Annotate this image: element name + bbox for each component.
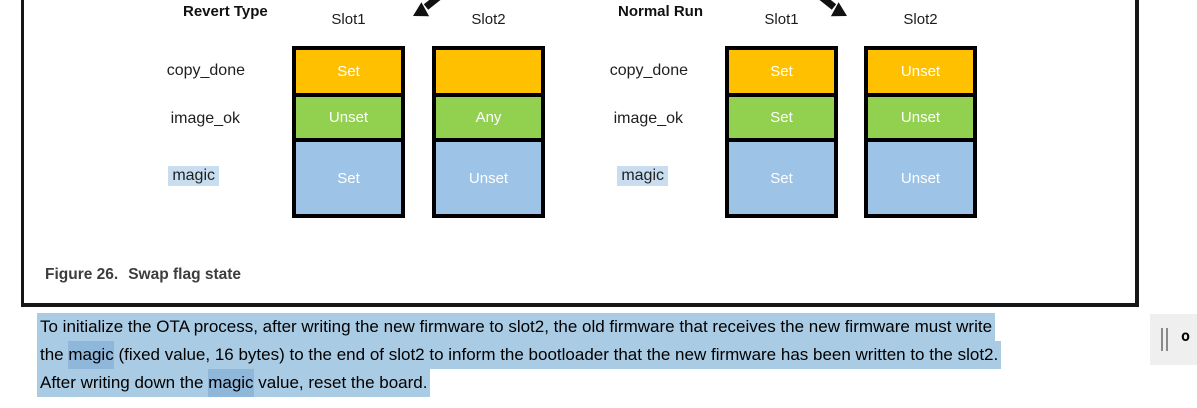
slot1-header: Slot1 xyxy=(764,11,799,28)
flag-cell-image-ok: Unset xyxy=(868,93,973,138)
slot2-header: Slot2 xyxy=(903,11,938,28)
figure-caption: Figure 26. Swap flag state xyxy=(45,266,241,284)
figure-frame xyxy=(21,0,1139,307)
paragraph-text: After writing down the xyxy=(37,369,209,397)
flag-cell-magic: Unset xyxy=(436,138,541,214)
flag-cell-magic: Set xyxy=(729,138,834,214)
magic-label-highlight: magic xyxy=(617,166,668,186)
flag-cell-magic: Unset xyxy=(868,138,973,214)
diagram-title-normal-run: Normal Run xyxy=(618,3,704,20)
row-label-image-ok: image_ok xyxy=(613,110,683,127)
flag-cell-copy-done: Unset xyxy=(868,50,973,93)
magic-word-highlight: magic xyxy=(68,341,114,369)
text-cursor-bars-icon xyxy=(1161,328,1163,351)
figure-caption-title: Swap flag state xyxy=(128,266,242,283)
flag-cell-image-ok: Unset xyxy=(296,93,401,138)
paragraph-line-2: the magic (fixed value, 16 bytes) to the… xyxy=(37,341,1002,369)
paragraph-text: To initialize the OTA process, after wri… xyxy=(37,313,996,341)
paragraph-text: value, reset the board. xyxy=(253,369,431,397)
row-label-image-ok: image_ok xyxy=(170,110,240,127)
magic-word-highlight: magic xyxy=(208,369,254,397)
swap-arrow-icon xyxy=(413,0,441,17)
row-label-copy-done: copy_done xyxy=(609,62,688,79)
flag-column-revert-slot2: Any Unset xyxy=(432,46,545,218)
flag-column-normal-slot2: Unset Unset Unset xyxy=(864,46,977,218)
flag-cell-magic: Set xyxy=(296,138,401,214)
flag-column-revert-slot1: Set Unset Set xyxy=(292,46,405,218)
flag-cell-copy-done xyxy=(436,50,541,93)
slot2-header: Slot2 xyxy=(471,11,506,28)
flag-cell-image-ok: Set xyxy=(729,93,834,138)
flag-cell-image-ok: Any xyxy=(436,93,541,138)
row-label-magic: magic xyxy=(617,166,668,186)
row-label-magic: magic xyxy=(168,166,219,186)
swap-arrow-icon xyxy=(819,0,847,17)
figure-caption-number: Figure 26. xyxy=(45,266,119,283)
adjacent-page-fragment: o xyxy=(1150,314,1197,365)
flag-column-normal-slot1: Set Set Set xyxy=(725,46,838,218)
row-label-copy-done: copy_done xyxy=(166,62,245,79)
magic-label-highlight: magic xyxy=(168,166,219,186)
paragraph-line-3: After writing down the magic value, rese… xyxy=(37,369,431,397)
flag-cell-copy-done: Set xyxy=(729,50,834,93)
paragraph-text: (fixed value, 16 bytes) to the end of sl… xyxy=(113,341,1002,369)
paragraph-line-1: To initialize the OTA process, after wri… xyxy=(37,313,996,341)
paragraph-text: the xyxy=(37,341,69,369)
slot1-header: Slot1 xyxy=(331,11,366,28)
text-cursor-bars-icon xyxy=(1166,328,1168,351)
diagram-title-revert-type: Revert Type xyxy=(183,3,268,20)
flag-cell-copy-done: Set xyxy=(296,50,401,93)
bullet-o: o xyxy=(1181,327,1191,345)
